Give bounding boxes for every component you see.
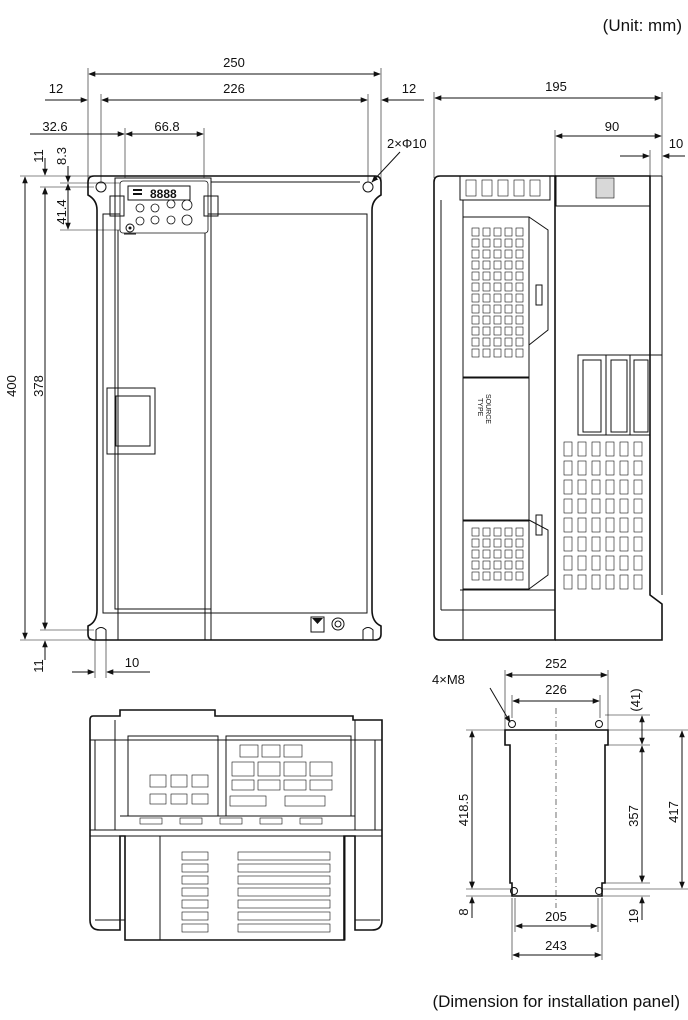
dim-hole-pitch-top: 226	[545, 682, 567, 697]
screw-spec-label: 4×M8	[432, 672, 465, 687]
svg-text:SOURCE: SOURCE	[484, 394, 491, 424]
dim-mount-pitch: 226	[223, 81, 245, 96]
front-body-outline	[87, 175, 382, 641]
bottom-view	[89, 709, 383, 941]
dim-margin-right: 12	[402, 81, 416, 96]
dim-panel-height: 41.4	[54, 199, 69, 224]
dim-flange: 10	[669, 136, 683, 151]
dim-hole-pitch-v: 378	[31, 375, 46, 397]
dim-bottom-width: 243	[545, 938, 567, 953]
dim-margin-left: 12	[49, 81, 63, 96]
dim-panel-offset: 32.6	[42, 119, 67, 134]
dim-panel-width: 66.8	[154, 119, 179, 134]
terminal-blocks	[139, 744, 333, 825]
panel-display-digits: 8888	[150, 187, 177, 201]
svg-text:TYPE: TYPE	[476, 398, 483, 417]
dim-bottom-left: 8	[456, 908, 471, 915]
cutout-outline	[504, 729, 609, 897]
panel-key-icon	[135, 203, 145, 213]
dim-panel-top: 8.3	[54, 147, 69, 165]
front-view: 250 226 12 12 32.6 66.8 2×Φ10 11 8.3 41.	[4, 55, 427, 678]
hole-spec-label: 2×Φ10	[387, 136, 427, 151]
dim-bottom-slot: 10	[125, 655, 139, 670]
dim-outer-width: 252	[545, 656, 567, 671]
dim-height-left: 418.5	[456, 794, 471, 827]
installation-panel-caption: (Dimension for installation panel)	[432, 992, 680, 1011]
bottom-body-outline	[89, 709, 383, 941]
dim-bottom-right: 19	[626, 909, 641, 923]
side-body-outline	[433, 175, 556, 641]
front-window	[106, 387, 156, 455]
panel-cutout-view: 4×M8 252 226 (41) 418.5 357 417 8 19 205…	[432, 656, 688, 960]
dim-depth: 195	[545, 79, 567, 94]
dim-bottom-hole: 11	[31, 659, 46, 673]
side-vent-slots	[465, 179, 643, 590]
dim-rear-depth: 90	[605, 119, 619, 134]
warning-label	[310, 616, 325, 633]
dim-top-offset: (41)	[628, 688, 643, 711]
dim-height-right: 417	[666, 801, 681, 823]
dim-overall-height: 400	[4, 375, 19, 397]
unit-note: (Unit: mm)	[603, 16, 682, 35]
ground-screw-icon	[331, 617, 345, 631]
dim-hole-pitch-bottom: 205	[545, 909, 567, 924]
dim-inner-height: 357	[626, 805, 641, 827]
side-view: 195 90 10 TYPE SOURCE	[433, 79, 685, 641]
dim-top-hole: 11	[31, 149, 46, 163]
mount-hole-icon	[508, 720, 516, 728]
bottom-heatsink-fins	[181, 851, 331, 933]
dim-overall-width: 250	[223, 55, 245, 70]
